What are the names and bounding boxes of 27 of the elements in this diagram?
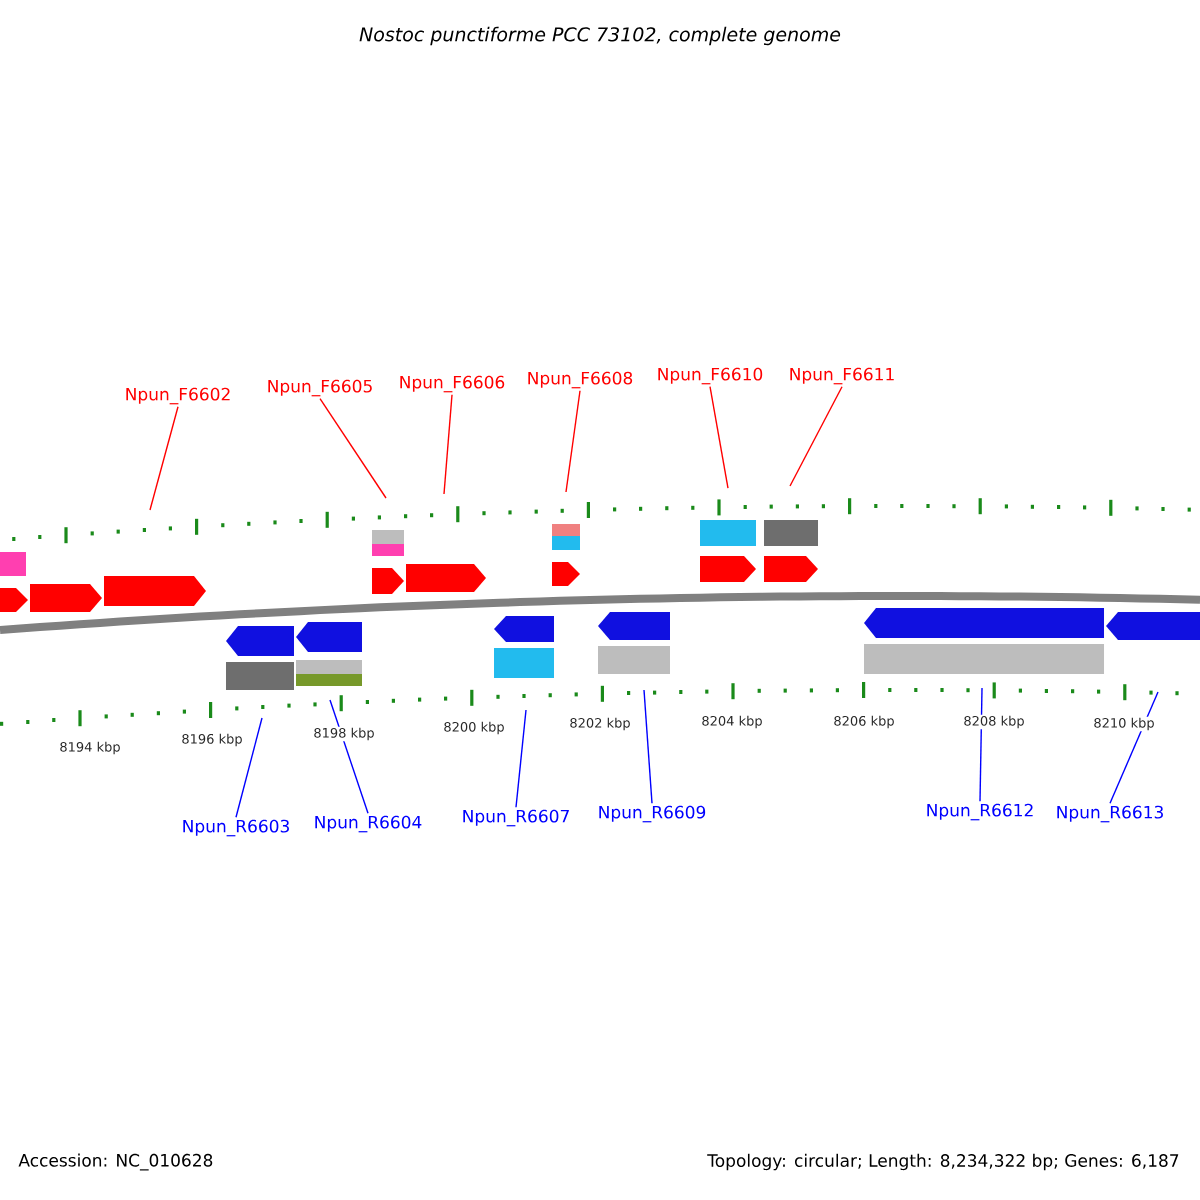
leader-line <box>643 689 653 804</box>
leader-line <box>565 390 581 493</box>
gene-label: Npun_F6602 <box>126 387 230 405</box>
leader-line <box>709 386 729 489</box>
gene-label: Npun_F6610 <box>658 367 763 385</box>
gene-label: Npun_F6611 <box>790 367 894 385</box>
leader-line <box>149 406 179 511</box>
gene-label: Npun_R6607 <box>463 809 569 827</box>
gene-label: Npun_R6612 <box>927 803 1033 821</box>
gene-label: Npun_R6603 <box>183 819 289 837</box>
genome-info: Topology: circular; Length: 8,234,322 bp; Genes: 6,187 <box>707 1153 1179 1171</box>
accession-text: Accession: NC_010628 <box>18 1153 213 1171</box>
gene-label: Npun_F6605 <box>268 379 372 397</box>
leader-line <box>329 699 369 814</box>
leader-line <box>443 394 453 495</box>
leader-line <box>515 709 527 808</box>
gene-label: Npun_F6606 <box>400 375 505 393</box>
gene-label: Npun_R6604 <box>315 815 422 833</box>
gene-label: Npun_R6609 <box>599 805 706 823</box>
title: Nostoc punctiforme PCC 73102, complete genome <box>359 26 841 46</box>
leader-line <box>319 398 387 499</box>
leader-line <box>789 386 843 487</box>
gene-label: Npun_F6608 <box>528 371 633 389</box>
leader-line <box>979 687 983 802</box>
leader-line <box>235 717 263 818</box>
gene-label: Npun_R6613 <box>1057 805 1163 823</box>
leader-line <box>1109 691 1159 804</box>
